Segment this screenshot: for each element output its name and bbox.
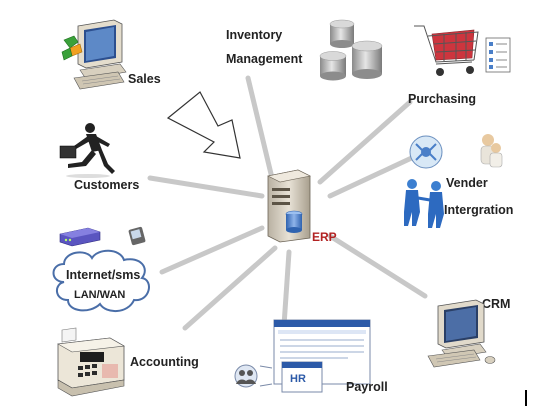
erp-server — [258, 168, 316, 244]
sales-label: Sales — [128, 72, 161, 86]
running-businessman-icon — [59, 123, 115, 178]
vender-integration-icon — [404, 134, 503, 228]
crm-computer-icon — [427, 299, 496, 368]
erp-label: ERP — [312, 230, 337, 244]
people-circle-icon — [234, 364, 273, 388]
sales-computer-icon — [61, 19, 127, 90]
cloud-shape — [52, 249, 150, 312]
connector-internet — [159, 225, 265, 275]
inventory-node — [318, 18, 388, 84]
network-hub-icon — [409, 135, 443, 169]
router-icon — [59, 227, 101, 247]
connector-crm — [327, 233, 428, 299]
payroll-node: HR — [228, 318, 372, 410]
customers-label: Customers — [74, 178, 140, 192]
connector-inventory — [245, 75, 275, 181]
crm-label: CRM — [482, 297, 511, 311]
hr-text: HR — [290, 373, 306, 385]
accounting-node — [54, 326, 128, 398]
accounting-label: Accounting — [130, 355, 199, 369]
inventory-label-line2: Management — [226, 52, 303, 66]
connector-customers — [147, 175, 265, 199]
text-cursor — [525, 390, 527, 406]
payroll-label: Payroll — [346, 380, 388, 394]
server-icon — [267, 169, 311, 243]
customers-node — [52, 122, 122, 180]
handshake-icon — [404, 179, 444, 228]
internet-node — [50, 222, 170, 320]
cloud-network-icon — [52, 226, 150, 312]
crm-node — [422, 298, 502, 370]
people-icon — [480, 134, 503, 168]
purchasing-label: Purchasing — [408, 92, 477, 106]
checklist-icon — [485, 37, 511, 73]
pda-icon — [128, 226, 146, 246]
vender-label-line2: Intergration — [444, 203, 514, 217]
inventory-label-line1: Inventory — [226, 28, 283, 42]
internet-label-line2: LAN/WAN — [74, 289, 126, 301]
internet-label-line1: Internet/sms — [66, 268, 141, 282]
connector-purchasing — [317, 99, 413, 185]
arrow-icon — [166, 91, 241, 159]
database-cylinders-icon — [319, 19, 383, 81]
vender-label-line1: Vender — [446, 176, 488, 190]
hr-window-icon: HR — [273, 319, 371, 393]
connector-vender — [327, 152, 421, 199]
payroll-screens-icon: HR — [234, 319, 371, 393]
shopping-cart-icon — [414, 25, 511, 76]
sales-node — [60, 18, 132, 92]
vender-node — [398, 128, 510, 240]
connector-accounting — [182, 245, 278, 331]
cash-register-icon — [57, 327, 125, 397]
purchasing-node — [410, 20, 520, 90]
